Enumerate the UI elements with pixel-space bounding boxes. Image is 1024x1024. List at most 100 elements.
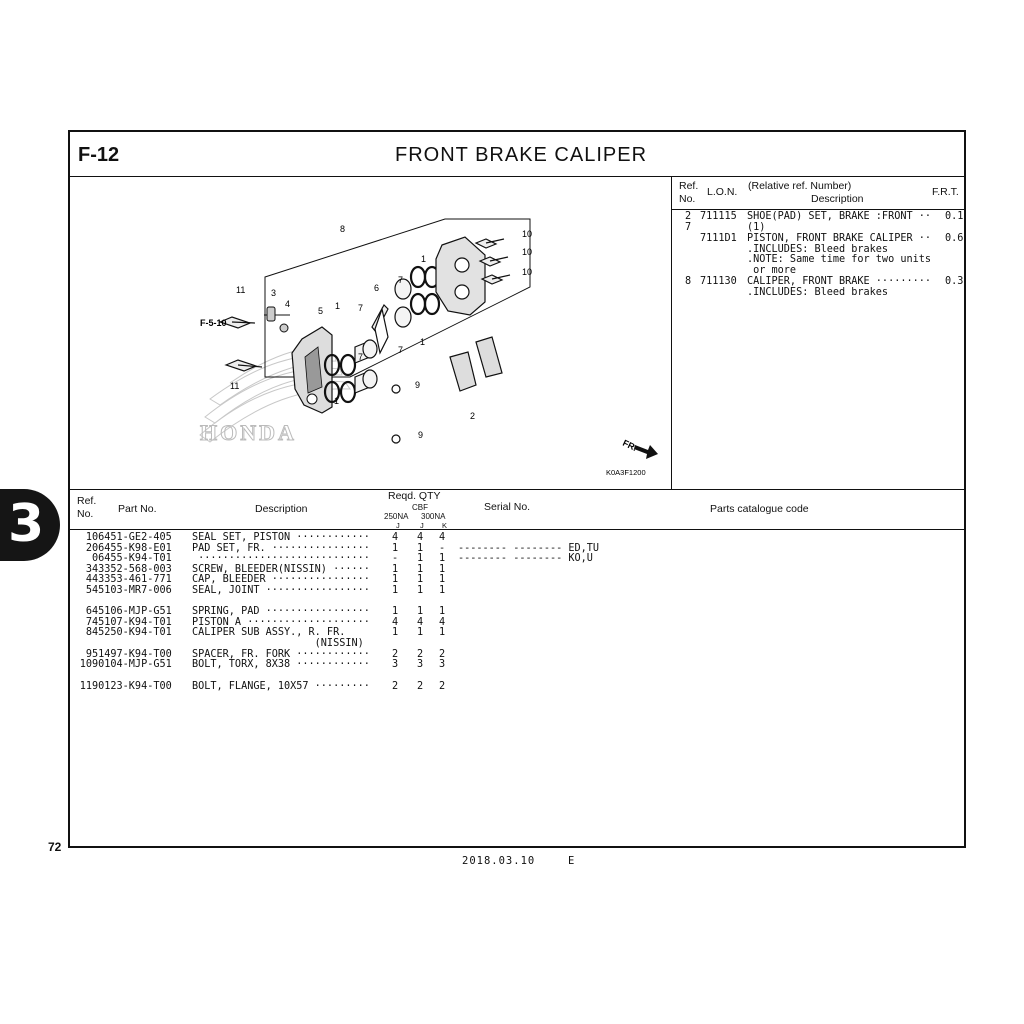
parts-row-q1: 2 xyxy=(392,648,399,660)
parts-row-q3: 1 xyxy=(439,584,446,596)
parts-row-q3: 2 xyxy=(439,681,446,692)
parts-row-q2: 1 xyxy=(417,627,424,638)
parts-row-ref: 10 xyxy=(79,659,92,670)
parts-row-desc: SEAL, JOINT ················· xyxy=(192,584,370,596)
lon-col-description: Description xyxy=(811,193,864,205)
callout-number: 4 xyxy=(285,299,290,309)
parts-row-part: 06451-GE2-405 xyxy=(92,532,172,543)
parts-row-ref: 4 xyxy=(85,574,92,585)
lon-row-desc: SHOE(PAD) SET, BRAKE :FRONT ·· (1) xyxy=(747,211,932,233)
parts-row-q1: 1 xyxy=(392,574,399,585)
parts-row-q1: 1 xyxy=(392,606,399,617)
parts-row-q1: - xyxy=(392,553,399,564)
parts-row-part: 90123-K94-T00 xyxy=(92,681,172,692)
callout-number: 11 xyxy=(230,381,239,391)
parts-sheet-frame: F-12 FRONT BRAKE CALIPER Ref. No. L.O.N.… xyxy=(68,130,966,848)
diagram-table-divider xyxy=(671,176,672,489)
parts-row-q2: 2 xyxy=(417,681,424,692)
parts-row-desc: SPRING, PAD ················· xyxy=(192,606,370,617)
figure-code: F-12 xyxy=(78,144,120,166)
parts-row-q2: 1 xyxy=(417,563,424,575)
parts-row-ref: 11 xyxy=(79,681,92,692)
parts-row-q1: 1 xyxy=(392,563,399,575)
lon-col-ref: Ref. No. xyxy=(679,180,699,205)
parts-col-ref: Ref. No. xyxy=(77,495,97,520)
parts-row-part: 43352-568-003 xyxy=(92,563,172,575)
parts-row-desc: PISTON A ···················· xyxy=(192,616,370,628)
callout-number: 3 xyxy=(271,288,276,298)
parts-row-q2: 4 xyxy=(417,616,424,628)
parts-row-desc: SEAL SET, PISTON ············ xyxy=(192,532,370,543)
front-label: FR. xyxy=(621,438,638,453)
diagram-code: K0A3F1200 xyxy=(606,468,646,477)
callout-number: 1 xyxy=(335,301,340,311)
parts-row-ref: 7 xyxy=(85,616,92,628)
lon-row-desc: CALIPER, FRONT BRAKE ········· .INCLUDES… xyxy=(747,276,932,298)
parts-row-q2: 3 xyxy=(417,659,424,670)
callout-number: 8 xyxy=(340,224,345,234)
parts-header-divider xyxy=(70,529,964,530)
parts-row-desc: PAD SET, FR. ················ xyxy=(192,542,370,554)
lon-col-lon: L.O.N. xyxy=(707,186,738,198)
parts-row-desc: SCREW, BLEEDER(NISSIN) ······ xyxy=(192,563,370,575)
parts-row-ref: 3 xyxy=(85,563,92,575)
callout-number: 1 xyxy=(421,254,426,264)
parts-row-q3: 2 xyxy=(439,648,446,660)
exploded-parts-diagram: HONDA xyxy=(199,218,658,477)
section-tab: 3 xyxy=(0,489,60,561)
parts-row-part: 43353-461-771 xyxy=(92,574,172,585)
parts-row-desc: ···························· xyxy=(192,553,370,564)
title-divider xyxy=(70,176,964,177)
front-arrow: FR. xyxy=(621,438,658,459)
parts-row-part: 06455-K94-T01 xyxy=(92,553,172,564)
parts-row-ref: 6 xyxy=(85,606,92,617)
parts-row-part: 45106-MJP-G51 xyxy=(92,606,172,617)
parts-col-desc: Description xyxy=(255,503,308,515)
parts-row-q2: 1 xyxy=(417,553,424,564)
parts-row-desc: CALIPER SUB ASSY., R. FR. (NISSIN) xyxy=(192,627,364,649)
seal-rings xyxy=(323,265,441,404)
parts-row-part: 45103-MR7-006 xyxy=(92,584,172,596)
lon-row-frt: 0.1 xyxy=(945,211,964,222)
brake-pads xyxy=(449,336,503,392)
lon-header-divider xyxy=(671,209,964,210)
parts-row-q1: 1 xyxy=(392,627,399,638)
bolts xyxy=(218,238,511,372)
parts-row-ref: 1 xyxy=(85,532,92,543)
callout-number: 7 xyxy=(398,345,403,355)
honda-logo-text: HONDA xyxy=(200,420,297,445)
callout-number: 7 xyxy=(358,352,363,362)
parts-row-part: 45250-K94-T01 xyxy=(92,627,172,638)
page-title: FRONT BRAKE CALIPER xyxy=(395,144,648,166)
parts-row-q2: 1 xyxy=(417,606,424,617)
caliper-housing xyxy=(435,236,486,316)
parts-col-model: CBF xyxy=(412,503,428,512)
parts-col-k: K xyxy=(442,521,448,530)
callout-number: 11 xyxy=(236,285,245,295)
parts-row-q2: 2 xyxy=(417,648,424,660)
callout-number: 6 xyxy=(374,283,379,293)
lon-row-frt: 0.3 xyxy=(945,276,964,287)
parts-row-q1: 4 xyxy=(392,616,399,628)
parts-row-serial: -------- -------- KO,U xyxy=(458,553,593,564)
parts-row-q3: 3 xyxy=(439,659,446,670)
parts-col-serial: Serial No. xyxy=(484,501,531,513)
parts-row-q3: 4 xyxy=(439,616,446,628)
parts-row-q2: 1 xyxy=(417,574,424,585)
callout-number: 2 xyxy=(470,411,475,421)
callout-number: 10 xyxy=(522,247,532,257)
parts-row-q3: 1 xyxy=(439,606,446,617)
parts-row-q2: 1 xyxy=(417,542,424,554)
ref-label: F-5-10 xyxy=(200,318,227,328)
parts-row-ref: 2 xyxy=(85,542,92,554)
callout-number: 7 xyxy=(398,275,403,285)
callout-number: 9 xyxy=(418,430,423,440)
callout-number: 10 xyxy=(522,267,532,277)
bleeder-screw xyxy=(266,306,289,333)
parts-row-q1: 2 xyxy=(392,681,399,692)
pistons xyxy=(354,278,412,394)
parts-row-q3: 1 xyxy=(439,563,446,575)
spacers xyxy=(391,384,401,444)
lon-col-relative: (Relative ref. Number) xyxy=(748,180,852,192)
parts-row-serial: -------- -------- ED,TU xyxy=(458,542,600,554)
